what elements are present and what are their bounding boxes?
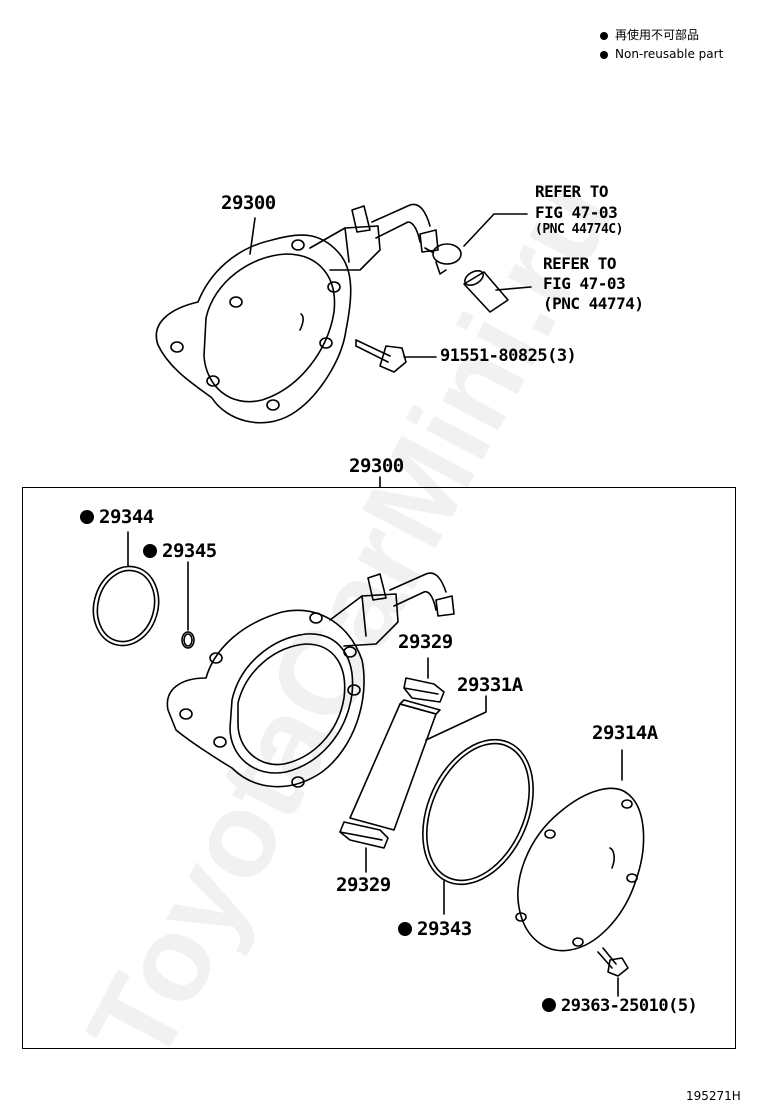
label-29344: 29344 — [80, 508, 154, 527]
o-ring-29344 — [92, 565, 160, 647]
pump-housing-lower — [166, 572, 455, 788]
label-29300-upper: 29300 — [221, 192, 276, 214]
label-29344-text: 29344 — [99, 506, 154, 528]
vane-29329-top — [403, 677, 445, 703]
refer2-line1: REFER TO — [543, 254, 617, 273]
non-reusable-dot-icon — [600, 31, 608, 40]
o-ring-29345 — [181, 631, 195, 649]
label-bolt-upper: 91551-80825(3) — [440, 346, 577, 366]
legend-row-jp: 再使用不可部品 — [600, 26, 723, 45]
legend-text-en: Non-reusable part — [615, 47, 724, 61]
label-29300-lower: 29300 — [349, 455, 404, 477]
leader-refer1 — [463, 213, 528, 247]
label-29329-bottom: 29329 — [336, 874, 391, 896]
vane-29329-bottom — [339, 821, 389, 849]
label-29343-text: 29343 — [417, 918, 472, 940]
exploded-view-frame — [22, 487, 736, 1049]
label-29345: 29345 — [143, 542, 217, 561]
cover-29314A — [515, 787, 645, 952]
label-cover-bolt-text: 29363-25010(5) — [561, 996, 698, 1016]
hose-clip-upper — [424, 243, 462, 275]
refer2-line3: (PNC 44774) — [543, 294, 644, 313]
gasket-29343 — [422, 738, 534, 886]
label-29314A: 29314A — [592, 722, 658, 744]
rotor-29331A — [349, 699, 441, 831]
label-29329-top: 29329 — [398, 631, 453, 653]
label-29345-text: 29345 — [162, 540, 217, 562]
non-reusable-dot-icon — [143, 544, 157, 558]
label-29331A: 29331A — [457, 674, 523, 696]
leader-refer2 — [495, 286, 532, 291]
refer1-line3: (PNC 44774C) — [535, 222, 623, 237]
label-29343: 29343 — [398, 920, 472, 939]
refer1-line1: REFER TO — [535, 182, 609, 201]
vacuum-pump-assembly-upper — [155, 203, 439, 424]
legend-text-jp: 再使用不可部品 — [615, 28, 700, 42]
leader-29300-upper — [249, 217, 256, 255]
non-reusable-dot-icon — [80, 510, 94, 524]
cover-bolt — [597, 947, 629, 977]
non-reusable-dot-icon — [398, 922, 412, 936]
figure-id: 195271H — [686, 1089, 741, 1103]
label-cover-bolt: 29363-25010(5) — [542, 996, 698, 1016]
legend-row-en: Non-reusable part — [600, 45, 723, 64]
leader-29331A — [425, 695, 487, 741]
vacuum-hose-upper — [463, 269, 509, 313]
non-reusable-dot-icon — [600, 50, 608, 59]
refer2-line2: FIG 47-03 — [543, 274, 626, 293]
bolt-upper — [355, 339, 407, 373]
legend: 再使用不可部品 Non-reusable part — [600, 26, 723, 64]
refer1-line2: FIG 47-03 — [535, 203, 618, 222]
non-reusable-dot-icon — [542, 998, 556, 1012]
